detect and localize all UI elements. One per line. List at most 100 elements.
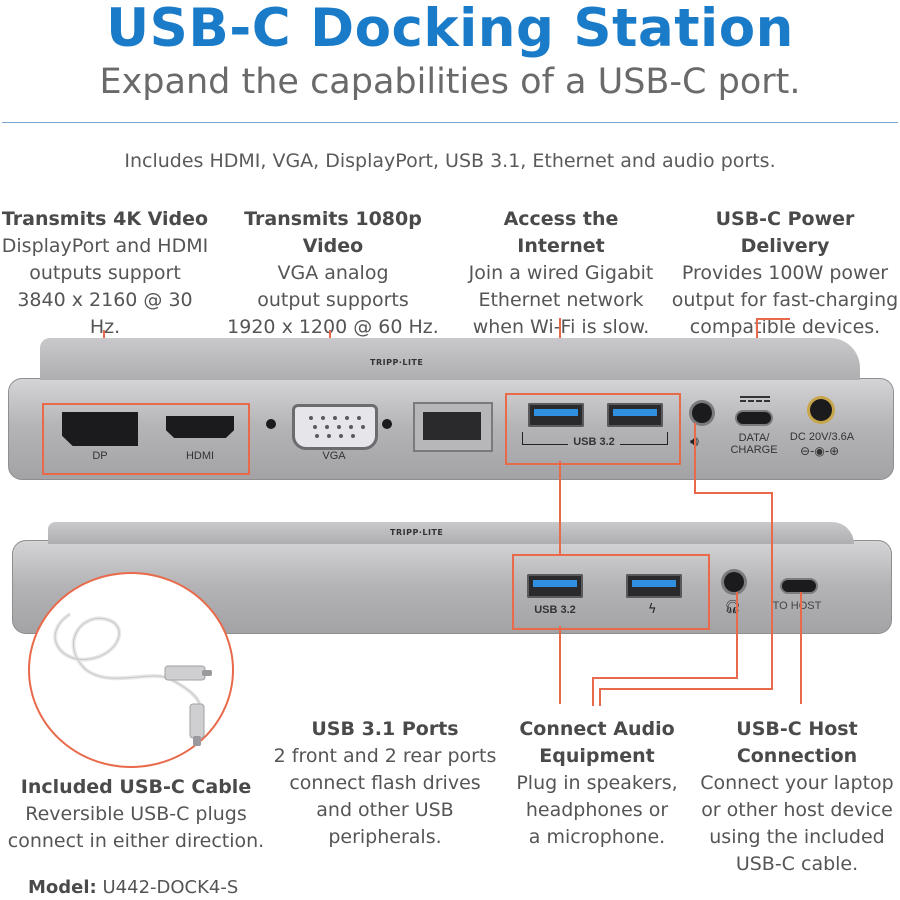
callout-line-ethernet-up xyxy=(559,318,561,342)
feature-heading: Transmits 4K Video xyxy=(1,208,209,230)
callout-box-video xyxy=(42,403,250,475)
feature-line: Plug in speakers, xyxy=(516,772,678,794)
polarity-icon: ⊖-◉-⊕ xyxy=(800,444,840,458)
feature-line: or other host device xyxy=(701,799,893,821)
feature-line: outputs support xyxy=(29,262,181,284)
callout-line-audio-front-h xyxy=(592,677,738,679)
page-subtitle: Expand the capabilities of a USB-C port. xyxy=(99,62,801,102)
vga-label: VGA xyxy=(322,450,346,462)
feature-4k-video: Transmits 4K Video DisplayPort and HDMI … xyxy=(0,206,210,341)
callout-line-power-h xyxy=(756,318,790,320)
callout-line-usb-link xyxy=(559,461,561,556)
feature-heading: Equipment xyxy=(539,745,655,767)
callout-line-usb-bottom xyxy=(559,626,561,704)
vga-pins-icon xyxy=(309,416,365,438)
feature-usb-ports: USB 3.1 Ports 2 front and 2 rear ports c… xyxy=(272,716,498,851)
feature-line: 3840 x 2160 @ 30 Hz. xyxy=(17,289,193,338)
feature-heading: Connection xyxy=(736,745,858,767)
model-line: Model: U442-DOCK4-S xyxy=(28,877,238,898)
displayport xyxy=(62,412,138,446)
usb-label: USB 3.2 xyxy=(534,604,576,616)
callout-line-audio-rear-v xyxy=(771,492,773,690)
usb-a-port xyxy=(607,403,663,427)
brand-logo: TRIPP·LITE xyxy=(390,528,444,537)
feature-line: peripherals. xyxy=(328,826,442,848)
usb-c-cable-icon xyxy=(53,612,212,746)
usb-c-port xyxy=(737,412,771,424)
feature-heading: USB-C Host xyxy=(736,718,858,740)
vga-screw-right xyxy=(382,419,392,429)
cable-image-circle xyxy=(28,572,234,768)
hdmi-label: HDMI xyxy=(185,450,215,462)
feature-line: compatible devices. xyxy=(689,316,881,338)
feature-line: using the included xyxy=(709,826,885,848)
feature-1080p-video: Transmits 1080p Video VGA analog output … xyxy=(216,206,450,341)
page-title: USB-C Docking Station xyxy=(106,0,794,59)
feature-cable: Included USB-C Cable Reversible USB-C pl… xyxy=(0,774,272,855)
audio-jack xyxy=(724,572,744,592)
data-charge-line: DATA/ xyxy=(738,432,770,444)
callout-line-audio-rear-h xyxy=(694,492,772,494)
feature-usb-c-host: USB-C Host Connection Connect your lapto… xyxy=(694,716,900,878)
feature-line: 2 front and 2 rear ports xyxy=(273,745,497,767)
usb-a-port xyxy=(528,403,584,427)
ethernet-socket-icon xyxy=(423,412,481,440)
feature-line: Provides 100W power xyxy=(681,262,889,284)
feature-line: connect flash drives xyxy=(289,772,481,794)
dock-rear-top xyxy=(40,338,860,380)
dp-label: DP xyxy=(92,450,108,462)
feature-power-delivery: USB-C Power Delivery Provides 100W power… xyxy=(670,206,900,341)
hdmi-port xyxy=(166,416,234,438)
feature-line: output supports xyxy=(257,289,409,311)
callout-line-audio-rear xyxy=(694,423,696,493)
to-host-label: TO HOST xyxy=(772,600,822,612)
model-value: U442-DOCK4-S xyxy=(102,877,239,898)
feature-line: a microphone. xyxy=(528,826,666,848)
data-charge-line: CHARGE xyxy=(730,444,778,456)
feature-heading: Access the Internet xyxy=(503,208,619,257)
vga-screw-left xyxy=(266,419,276,429)
feature-line: Connect your laptop xyxy=(700,772,894,794)
feature-line: DisplayPort and HDMI xyxy=(1,235,209,257)
feature-line: VGA analog xyxy=(277,262,389,284)
feature-line: 1920 x 1200 @ 60 Hz. xyxy=(227,316,439,338)
feature-line: output for fast-charging xyxy=(671,289,899,311)
dc-power-jack xyxy=(810,399,832,421)
callout-line-host xyxy=(800,592,802,704)
lightning-icon: ϟ xyxy=(648,602,657,617)
feature-heading: Transmits 1080p Video xyxy=(244,208,422,257)
feature-line: Join a wired Gigabit xyxy=(468,262,654,284)
divider xyxy=(2,122,898,123)
feature-internet: Access the Internet Join a wired Gigabit… xyxy=(458,206,664,341)
feature-heading: USB 3.1 Ports xyxy=(311,718,459,740)
usb-a-port xyxy=(527,574,583,598)
brand-logo: TRIPP·LITE xyxy=(370,358,424,367)
audio-jack xyxy=(692,403,712,423)
dock-front-top xyxy=(48,522,854,544)
feature-heading: Connect Audio xyxy=(519,718,675,740)
feature-line: USB-C cable. xyxy=(735,853,859,875)
feature-line: when Wi-Fi is slow. xyxy=(472,316,650,338)
feature-heading: USB-C Power Delivery xyxy=(715,208,855,257)
callout-line-audio-front-down xyxy=(592,677,594,706)
callout-line-audio-down xyxy=(599,688,601,706)
callout-box-usb-front xyxy=(512,554,710,630)
callout-line-audio-front xyxy=(736,592,738,678)
callout-line-audio-rear-h2 xyxy=(599,688,773,690)
feature-line: headphones or xyxy=(525,799,669,821)
feature-audio: Connect Audio Equipment Plug in speakers… xyxy=(504,716,690,851)
usb-c-host-port xyxy=(782,580,816,592)
model-label: Model: xyxy=(28,877,97,898)
dc-symbol-icon xyxy=(740,396,770,402)
headset-icon: 🎧︎ xyxy=(724,600,741,615)
dc-label: DC 20V/3.6A xyxy=(789,431,855,443)
data-charge-label: DATA/ CHARGE xyxy=(720,432,788,456)
feature-line: Ethernet network xyxy=(478,289,644,311)
vga-port xyxy=(292,404,378,450)
feature-line: connect in either direction. xyxy=(7,830,265,852)
includes-text: Includes HDMI, VGA, DisplayPort, USB 3.1… xyxy=(124,150,776,172)
feature-heading: Included USB-C Cable xyxy=(20,776,252,798)
callout-box-usb-rear xyxy=(505,393,681,465)
ethernet-port xyxy=(413,402,493,452)
usb-label: USB 3.2 xyxy=(568,436,620,448)
